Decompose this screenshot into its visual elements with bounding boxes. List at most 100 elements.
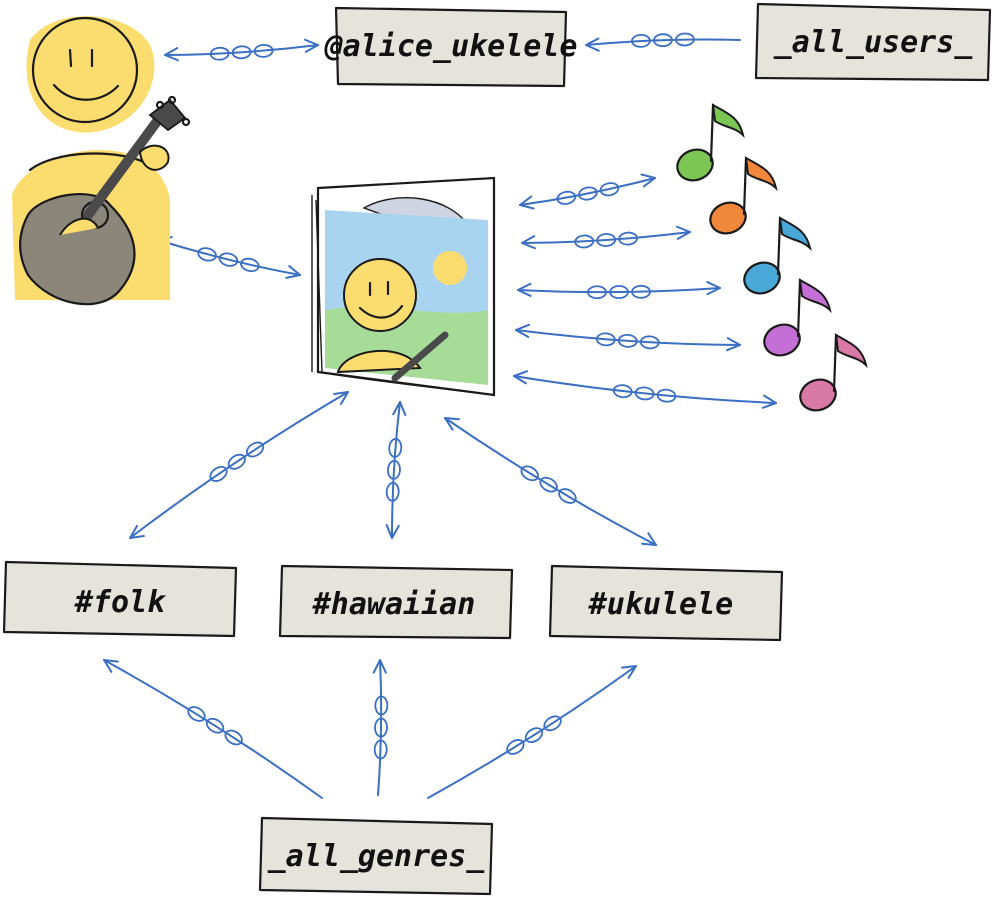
edge-genres-collection-ukulele-arrowheads bbox=[621, 665, 637, 679]
edge-genres-collection-ukulele-chain-link-2 bbox=[524, 727, 544, 744]
edge-avatar-album-chain-link-1 bbox=[197, 247, 217, 262]
edge-genres-collection-folk-chain-link-1 bbox=[224, 729, 243, 746]
edge-users-collection-user-chain-link-2 bbox=[653, 33, 673, 48]
edge-avatar-user bbox=[164, 38, 319, 62]
genres-collection-label: _all_genres_ bbox=[268, 839, 486, 874]
music-note-icon-3 bbox=[743, 216, 812, 295]
edge-users-collection-user bbox=[585, 32, 741, 52]
album-cover-icon bbox=[311, 176, 496, 397]
edge-album-hawaiian-chain-link-3 bbox=[385, 481, 400, 502]
edge-album-note-4-arrowheads bbox=[515, 323, 741, 352]
edge-album-folk bbox=[129, 391, 349, 539]
edge-genres-collection-folk-chain-link-3 bbox=[187, 706, 206, 722]
edge-avatar-user-chain-link-2 bbox=[231, 45, 252, 60]
edge-genres-collection-hawaiian-chain-link-1 bbox=[373, 739, 388, 760]
edge-album-note-1-arrowheads bbox=[519, 173, 656, 210]
edge-album-ukulele bbox=[444, 417, 657, 546]
edge-album-hawaiian-chain-link-2 bbox=[387, 459, 401, 480]
genre-label-hawaiian: #hawaiian bbox=[312, 587, 476, 622]
edge-album-folk-chain-link-3 bbox=[209, 466, 228, 482]
edge-album-note-3-line bbox=[517, 287, 721, 294]
genre-label-folk: #folk bbox=[74, 585, 167, 620]
edge-album-note-1-chain-link-3 bbox=[599, 182, 620, 197]
edge-genres-collection-hawaiian-line bbox=[377, 659, 383, 796]
edge-album-note-4-line bbox=[515, 329, 741, 346]
edge-album-note-5 bbox=[513, 370, 777, 409]
edge-users-collection-user-arrowheads bbox=[585, 37, 600, 52]
edge-album-note-5-chain-link-1 bbox=[612, 384, 633, 399]
music-note-icon-4 bbox=[763, 278, 832, 357]
genre-label-ukulele: #ukulele bbox=[588, 587, 734, 622]
edge-album-note-3-chain-link-1 bbox=[587, 285, 607, 300]
edge-album-note-3-chain-link-2 bbox=[609, 285, 629, 299]
edge-album-note-1-chain-link-1 bbox=[556, 190, 577, 205]
edge-avatar-album bbox=[157, 236, 301, 279]
edge-album-note-2-arrowheads bbox=[521, 225, 691, 250]
edge-avatar-album-chain-link-2 bbox=[218, 252, 239, 267]
edge-album-note-1 bbox=[519, 173, 656, 210]
users-collection-node[interactable]: _all_users_ bbox=[754, 2, 992, 82]
edge-album-hawaiian-line bbox=[390, 401, 401, 539]
genre-node-folk[interactable]: #folk bbox=[2, 560, 238, 638]
edge-album-hawaiian-arrowheads bbox=[385, 401, 407, 539]
edge-avatar-user-chain-link-1 bbox=[209, 46, 230, 61]
edge-genres-collection-hawaiian-arrowheads bbox=[372, 659, 387, 674]
edge-genres-collection-folk-chain-link-2 bbox=[205, 717, 225, 734]
edge-album-hawaiian bbox=[385, 401, 407, 539]
edge-album-ukulele-line bbox=[444, 417, 657, 546]
edge-album-note-2-chain-link-2 bbox=[596, 233, 617, 247]
user-avatar-icon bbox=[12, 16, 191, 306]
edge-album-note-4-chain-link-3 bbox=[639, 335, 660, 350]
edge-avatar-user-chain-link-3 bbox=[253, 43, 274, 58]
edge-genres-collection-hawaiian-chain-link-2 bbox=[374, 717, 388, 738]
edge-album-note-2 bbox=[521, 225, 691, 250]
edge-avatar-album-line bbox=[157, 239, 301, 276]
genres-collection-node[interactable]: _all_genres_ bbox=[258, 816, 494, 896]
edge-album-folk-chain-link-2 bbox=[227, 453, 246, 470]
edge-album-note-3-chain-link-3 bbox=[631, 284, 651, 299]
edge-album-ukulele-arrowheads bbox=[444, 417, 657, 546]
music-note-icon-2 bbox=[709, 156, 778, 235]
edge-album-note-1-line bbox=[519, 177, 656, 206]
edge-album-note-2-chain-link-1 bbox=[574, 234, 595, 249]
edge-album-folk-arrowheads bbox=[129, 391, 349, 539]
edge-album-ukulele-chain-link-2 bbox=[539, 476, 558, 493]
edge-avatar-user-arrowheads bbox=[164, 38, 319, 62]
edge-album-note-3 bbox=[517, 281, 721, 300]
music-note-icon-5 bbox=[799, 333, 868, 412]
edge-album-note-4-chain-link-1 bbox=[595, 332, 616, 347]
edge-album-ukulele-chain-link-1 bbox=[520, 465, 539, 482]
edge-album-ukulele-chain-link-3 bbox=[558, 488, 577, 504]
genre-node-hawaiian[interactable]: #hawaiian bbox=[278, 564, 514, 640]
edge-genres-collection-folk-arrowheads bbox=[103, 659, 119, 673]
edge-genres-collection-ukulele-chain-link-3 bbox=[543, 715, 562, 732]
edge-users-collection-user-chain-link-3 bbox=[631, 33, 651, 48]
edges bbox=[103, 32, 777, 799]
edge-avatar-album-chain-link-3 bbox=[240, 257, 260, 273]
edge-album-folk-line bbox=[129, 391, 349, 539]
edge-album-note-5-line bbox=[513, 375, 777, 404]
genre-node-ukulele[interactable]: #ukulele bbox=[548, 564, 784, 642]
edge-album-note-5-chain-link-3 bbox=[656, 388, 677, 403]
edge-album-note-3-arrowheads bbox=[517, 281, 721, 297]
edge-genres-collection-folk-line bbox=[103, 659, 323, 799]
edge-genres-collection-hawaiian bbox=[372, 659, 389, 796]
edge-album-note-5-chain-link-2 bbox=[634, 386, 655, 401]
music-note-icon-1 bbox=[676, 103, 745, 182]
user-node[interactable]: @alice_ukelele bbox=[324, 6, 578, 88]
users-collection-label: _all_users_ bbox=[774, 25, 974, 60]
edge-genres-collection-ukulele-chain-link-1 bbox=[506, 739, 525, 755]
edge-genres-collection-ukulele-line bbox=[427, 665, 637, 799]
edge-album-note-2-chain-link-3 bbox=[618, 231, 639, 246]
edge-album-note-1-chain-link-2 bbox=[578, 186, 598, 201]
edge-genres-collection-folk bbox=[103, 659, 323, 799]
edge-album-note-5-arrowheads bbox=[513, 370, 777, 409]
edge-album-note-4 bbox=[515, 323, 741, 352]
edge-album-note-4-chain-link-2 bbox=[617, 333, 638, 348]
user-node-label: @alice_ukelele bbox=[324, 29, 578, 64]
edge-album-hawaiian-chain-link-1 bbox=[388, 438, 403, 458]
edge-album-folk-chain-link-1 bbox=[245, 441, 265, 458]
edge-users-collection-user-line bbox=[585, 38, 741, 46]
edge-users-collection-user-chain-link-1 bbox=[675, 32, 695, 47]
